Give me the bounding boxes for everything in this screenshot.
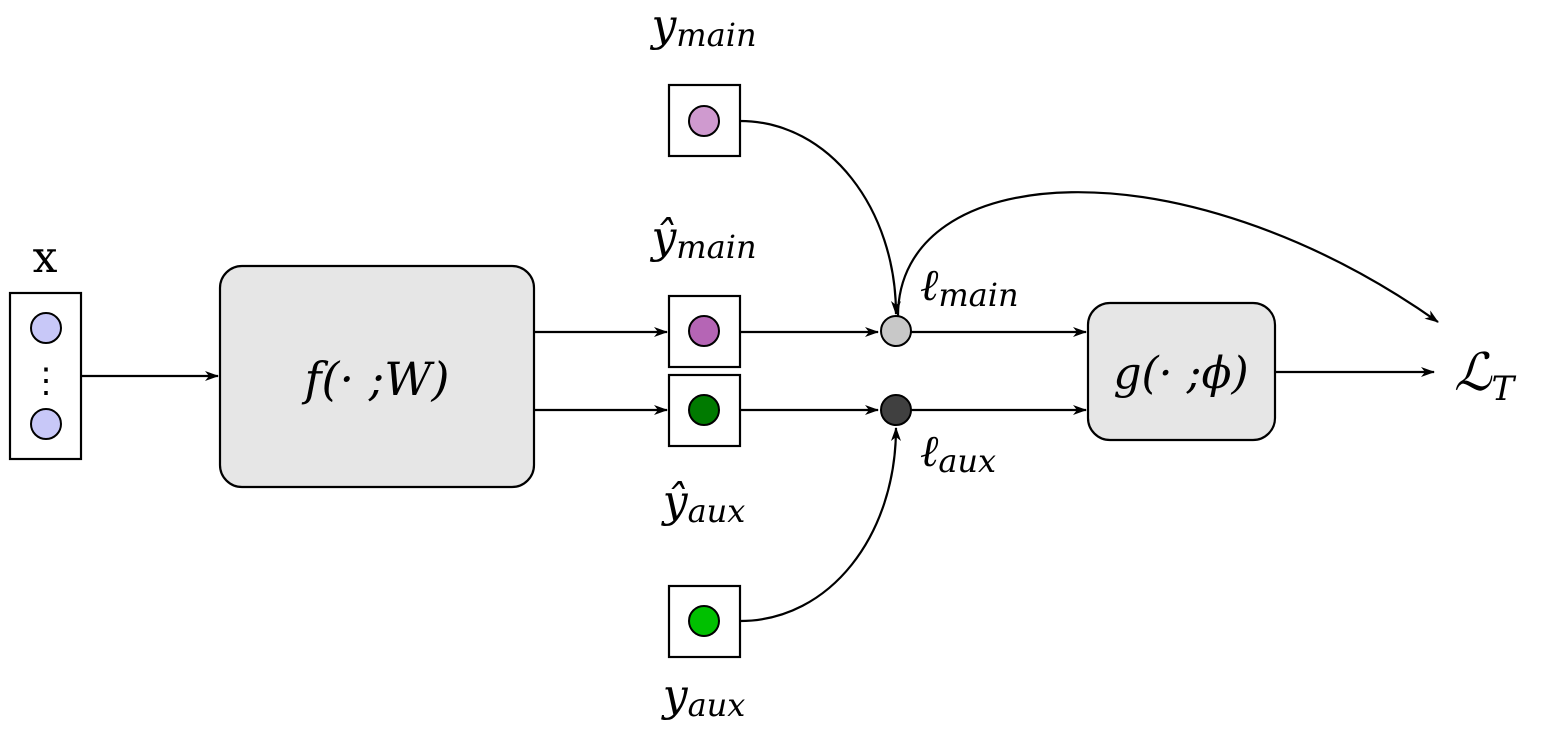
target-aux-label: yaux bbox=[661, 670, 746, 724]
input-ellipsis: ⋮ bbox=[29, 361, 63, 401]
target-aux-node bbox=[688, 605, 720, 637]
function-g-label: g(· ;ϕ) bbox=[1113, 348, 1248, 399]
function-f-label: f(· ;W) bbox=[302, 352, 450, 406]
prediction-main-label: ŷmain bbox=[649, 212, 756, 266]
prediction-main-node bbox=[688, 315, 720, 347]
input-label: x bbox=[33, 232, 58, 283]
target-main-node bbox=[688, 105, 720, 137]
loss-aux-node bbox=[880, 394, 912, 426]
loss-main-node bbox=[880, 315, 912, 347]
function-f-box bbox=[218, 264, 536, 489]
input-node-top bbox=[30, 312, 62, 344]
target-main-label: ymain bbox=[649, 0, 756, 54]
arrow-target-main-to-loss-main bbox=[739, 119, 901, 315]
arrow-loss-main-to-output bbox=[896, 191, 1439, 323]
loss-main-label: ℓmain bbox=[920, 260, 1019, 314]
output-label: ℒT bbox=[1454, 343, 1516, 409]
input-node-bottom bbox=[30, 408, 62, 440]
loss-aux-label: ℓaux bbox=[920, 426, 996, 480]
prediction-aux-label: ŷaux bbox=[661, 476, 746, 530]
prediction-aux-node bbox=[688, 394, 720, 426]
arrow-target-aux-to-loss-aux bbox=[739, 427, 901, 623]
